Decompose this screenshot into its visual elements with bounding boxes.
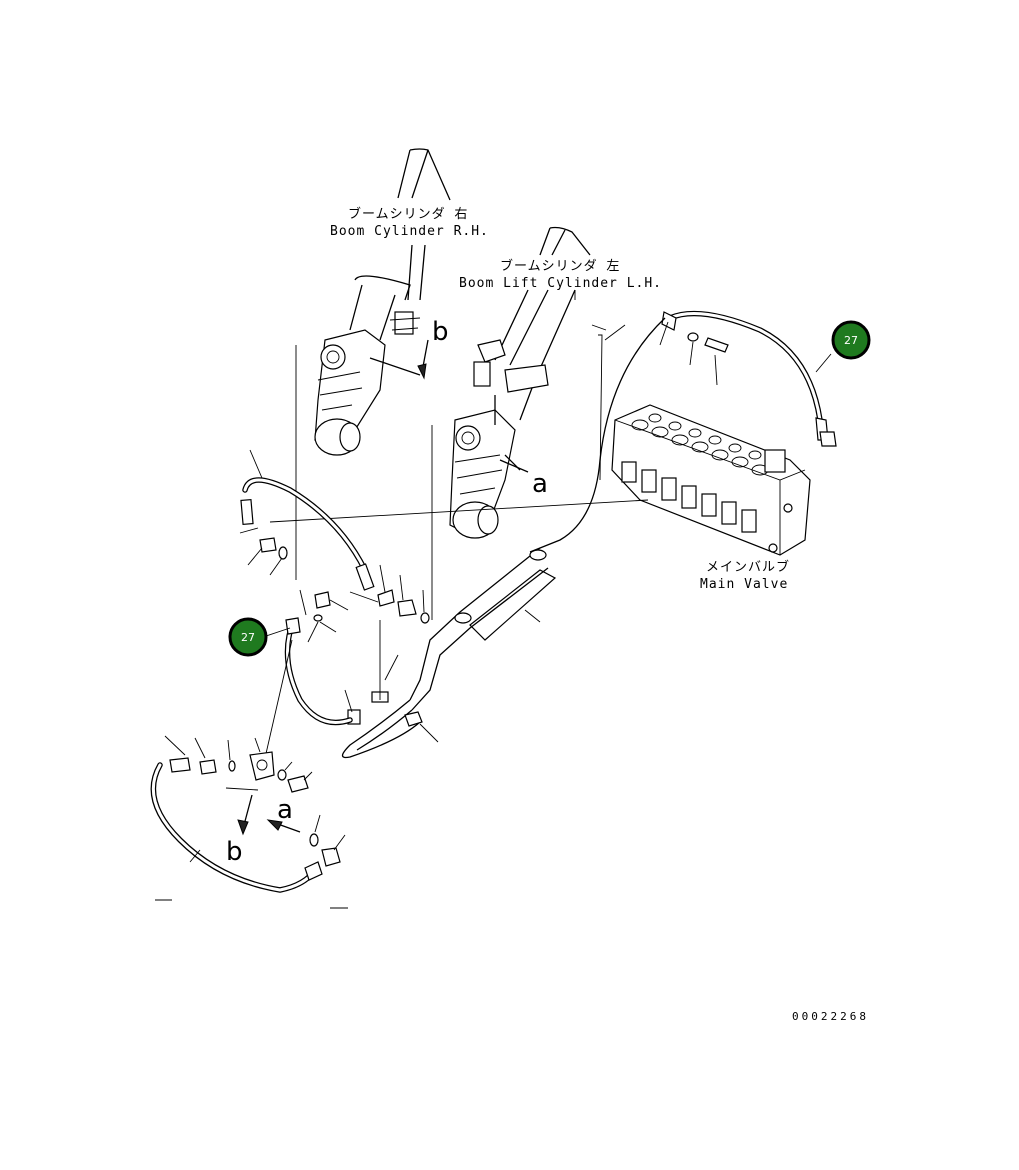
boom-cylinder-rh <box>314 148 451 456</box>
drawing-number: 00022268 <box>792 1010 869 1023</box>
hose-loop-center <box>341 620 439 759</box>
reference-b-top: b <box>432 317 449 347</box>
badge-number-right: 27 <box>844 334 858 347</box>
hose-left-middle <box>264 617 353 759</box>
reference-b-bottom-label: b <box>226 837 243 867</box>
hose-top-right <box>659 310 837 447</box>
boom-rh-label-en: Boom Cylinder R.H. <box>330 224 489 239</box>
reference-a-top-label: a <box>532 469 548 499</box>
part-badge-27-left[interactable]: 27 <box>228 617 291 657</box>
boom-rh-label-jp: ブームシリンダ 右 <box>348 206 468 222</box>
reference-a-bottom-label: a <box>277 795 293 825</box>
main-valve-label-en: Main Valve <box>700 577 788 592</box>
badge-circle-right[interactable] <box>831 320 871 360</box>
reference-b-arrow-top: b <box>417 317 449 380</box>
main-valve-label-jp: メインバルブ <box>706 559 790 575</box>
reference-a-bottom: a <box>266 795 301 833</box>
reference-b-bottom: b <box>226 794 253 867</box>
hose-left-lower <box>150 757 323 893</box>
boom-lh-label-en: Boom Lift Cylinder L.H. <box>459 276 662 291</box>
badge-circle-left[interactable] <box>228 617 268 657</box>
badge-number-left: 27 <box>241 631 255 644</box>
fittings-cluster-left <box>299 589 349 643</box>
part-badge-27-right[interactable]: 27 <box>815 320 871 373</box>
reference-a-top: a <box>499 459 548 499</box>
boom-lh-label-jp: ブームシリンダ 左 <box>500 258 620 274</box>
hose-left-upper <box>239 449 375 591</box>
boom-cylinder-lh <box>449 226 591 539</box>
pipe-clamp-section <box>409 547 557 711</box>
fittings-cluster-mid <box>349 564 430 624</box>
main-valve <box>611 404 811 556</box>
fittings-bottom <box>155 735 348 909</box>
bolt-washer-set <box>687 332 729 386</box>
